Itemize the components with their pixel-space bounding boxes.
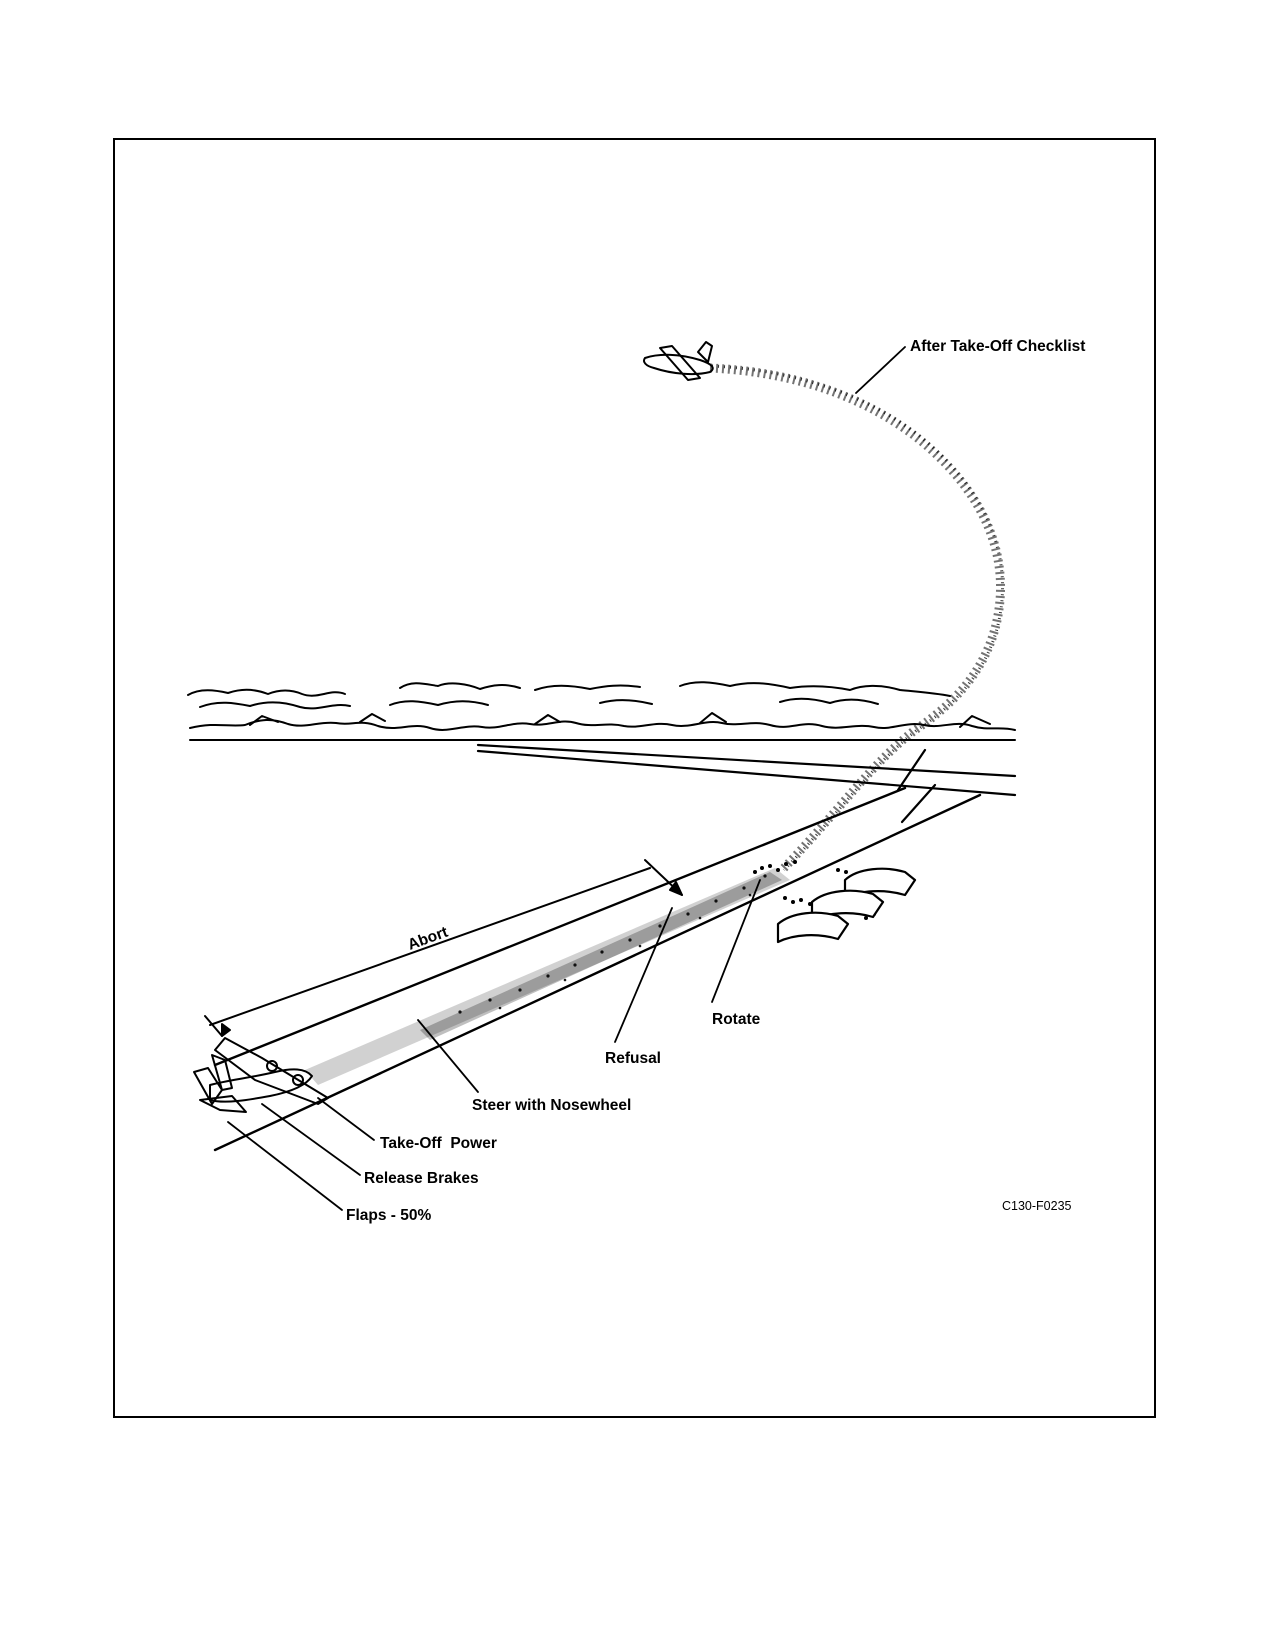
leader-lines (227, 346, 906, 1211)
ground-roll-trail-dense (420, 872, 782, 1040)
abort-dimension-line (209, 867, 651, 1026)
climb-trail-path (709, 363, 1006, 874)
figure-frame (113, 138, 1156, 1418)
label-takeoff-power: Take-Off Power (380, 1135, 497, 1152)
label-after-takeoff-checklist: After Take-Off Checklist (910, 338, 1085, 355)
aircraft-icon (193, 1037, 329, 1113)
runway-edge-left (213, 786, 907, 1067)
label-rotate: Rotate (712, 1011, 761, 1028)
aircraft-ground-engine-2 (292, 1074, 304, 1086)
cross-runway-edge-near (476, 749, 1017, 797)
aircraft-air-wing (659, 345, 701, 381)
cross-runway-spur (900, 783, 937, 824)
ground-roll-speckles (458, 874, 767, 1014)
abort-arrow-end (669, 881, 683, 896)
label-flaps: Flaps - 50% (346, 1207, 431, 1224)
leader-steer (417, 1019, 479, 1093)
cross-runway-edge-far (476, 743, 1017, 778)
runway-edge-right (213, 793, 982, 1152)
aircraft-ground-tail-plane (199, 1095, 247, 1113)
abort-tick-start (204, 1015, 223, 1037)
main-runway (213, 786, 982, 1152)
hills-ridge (249, 712, 991, 728)
leader-release-brakes (261, 1103, 361, 1176)
aircraft-ground-tail (193, 1054, 233, 1105)
leader-refusal (614, 907, 673, 1043)
aircraft-ground-engine-1 (266, 1060, 278, 1072)
leader-takeoff-power (317, 1097, 375, 1141)
cloud-band-lower (199, 697, 879, 710)
label-steer-with-nosewheel: Steer with Nosewheel (472, 1097, 631, 1114)
cloud-band-upper (187, 681, 951, 697)
aircraft-air-fuselage (643, 353, 714, 376)
label-refusal: Refusal (605, 1050, 661, 1067)
leader-after-takeoff (855, 346, 906, 394)
ground-roll-trail (305, 868, 790, 1085)
abort-dimension (204, 859, 683, 1037)
hangar-3 (776, 911, 850, 944)
leader-flaps (227, 1121, 343, 1211)
climb-trail (709, 363, 1006, 920)
label-abort: Abort (406, 924, 451, 954)
figure-id: C130-F0235 (1002, 1199, 1072, 1213)
climb-trail-path-inner (711, 364, 1005, 872)
cross-runway (476, 743, 1017, 824)
horizon-scenery (187, 681, 1016, 741)
aircraft-icon (643, 341, 714, 381)
aircraft-ground-wing (214, 1037, 329, 1105)
aircraft-air-tail (697, 341, 713, 363)
hangar-icon (776, 867, 917, 944)
label-release-brakes: Release Brakes (364, 1170, 479, 1187)
cross-runway-gap (896, 748, 927, 792)
abort-arrow-start (221, 1023, 231, 1037)
leader-rotate (711, 879, 761, 1003)
hills-outline (189, 719, 1016, 731)
